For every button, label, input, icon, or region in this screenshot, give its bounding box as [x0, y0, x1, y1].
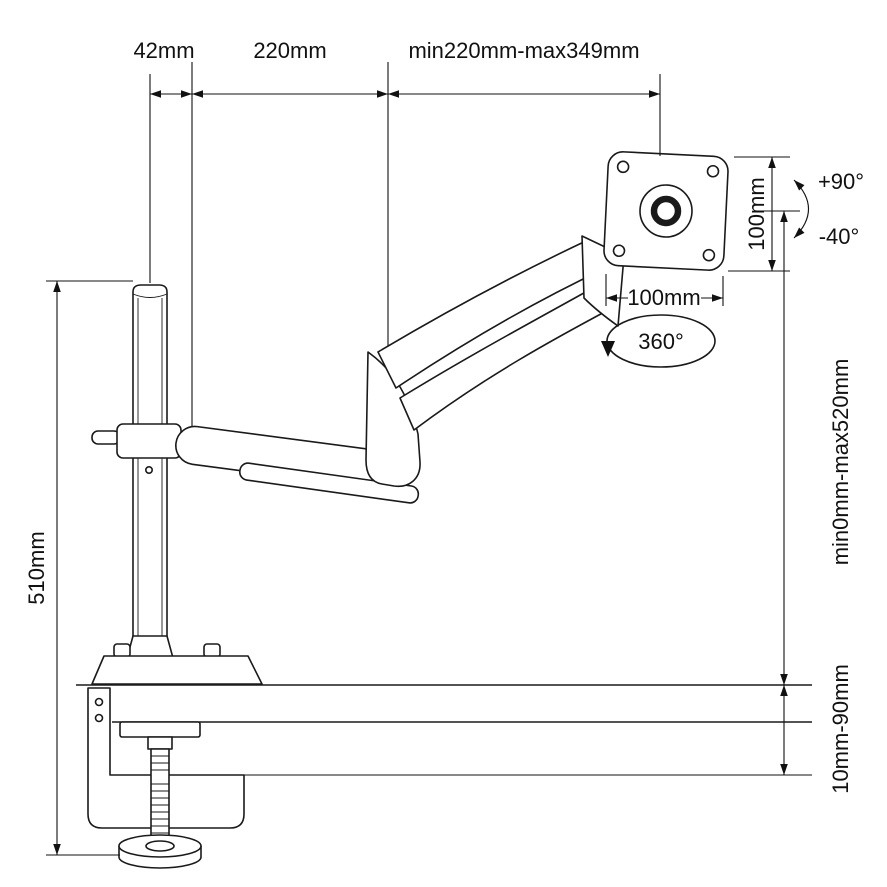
dimension-annotations [46, 62, 812, 856]
label-vesa-vertical: 100mm [744, 177, 769, 250]
clamp-pad [119, 721, 201, 738]
pole-base-cone [126, 635, 174, 659]
desk-clamp [87, 635, 263, 869]
label-pole-offset: 42mm [133, 38, 194, 63]
clamp-screw-small [94, 713, 104, 723]
clamp-bracket [87, 687, 245, 829]
base-bolt [113, 643, 131, 658]
vesa-hole [616, 160, 630, 174]
label-swivel: 360° [638, 329, 684, 354]
swivel-arrowhead-icon [601, 341, 615, 357]
label-vesa-horizontal: 100mm [627, 285, 700, 310]
label-tilt-up: +90° [818, 169, 864, 194]
tilt-arc [793, 179, 809, 239]
base-plate [91, 655, 263, 685]
collar-screw [145, 465, 154, 474]
vesa-center-hub [650, 195, 682, 227]
screw-threads [151, 755, 169, 841]
desk-surface [76, 684, 812, 723]
base-bolt [203, 643, 221, 658]
clamp-knob-hub [145, 840, 175, 852]
label-pole-height: 510mm [24, 531, 49, 604]
pole-collar [116, 423, 182, 459]
label-arm-first-segment: 220mm [253, 38, 326, 63]
dimension-labels: 42mm 220mm min220mm-max349mm 100mm +90° … [24, 38, 864, 794]
lower-linkage [238, 462, 420, 504]
label-arm-reach-range: min220mm-max349mm [408, 38, 639, 63]
pole-cap-line [132, 293, 168, 298]
articulating-arm [91, 235, 625, 504]
vesa-hole [706, 164, 720, 178]
clamp-pad-stem [147, 736, 173, 750]
clamp-screw-small [94, 697, 104, 707]
vesa-plate [603, 151, 729, 271]
vesa-hole [612, 244, 626, 258]
vesa-center-ring [639, 184, 693, 238]
label-height-range: min0mm-max520mm [828, 359, 853, 566]
vesa-hole [702, 248, 716, 262]
collar-lever [91, 430, 121, 445]
label-desk-thickness: 10mm-90mm [828, 664, 853, 794]
label-tilt-down: -40° [819, 224, 860, 249]
vesa-plate-body [603, 151, 729, 271]
